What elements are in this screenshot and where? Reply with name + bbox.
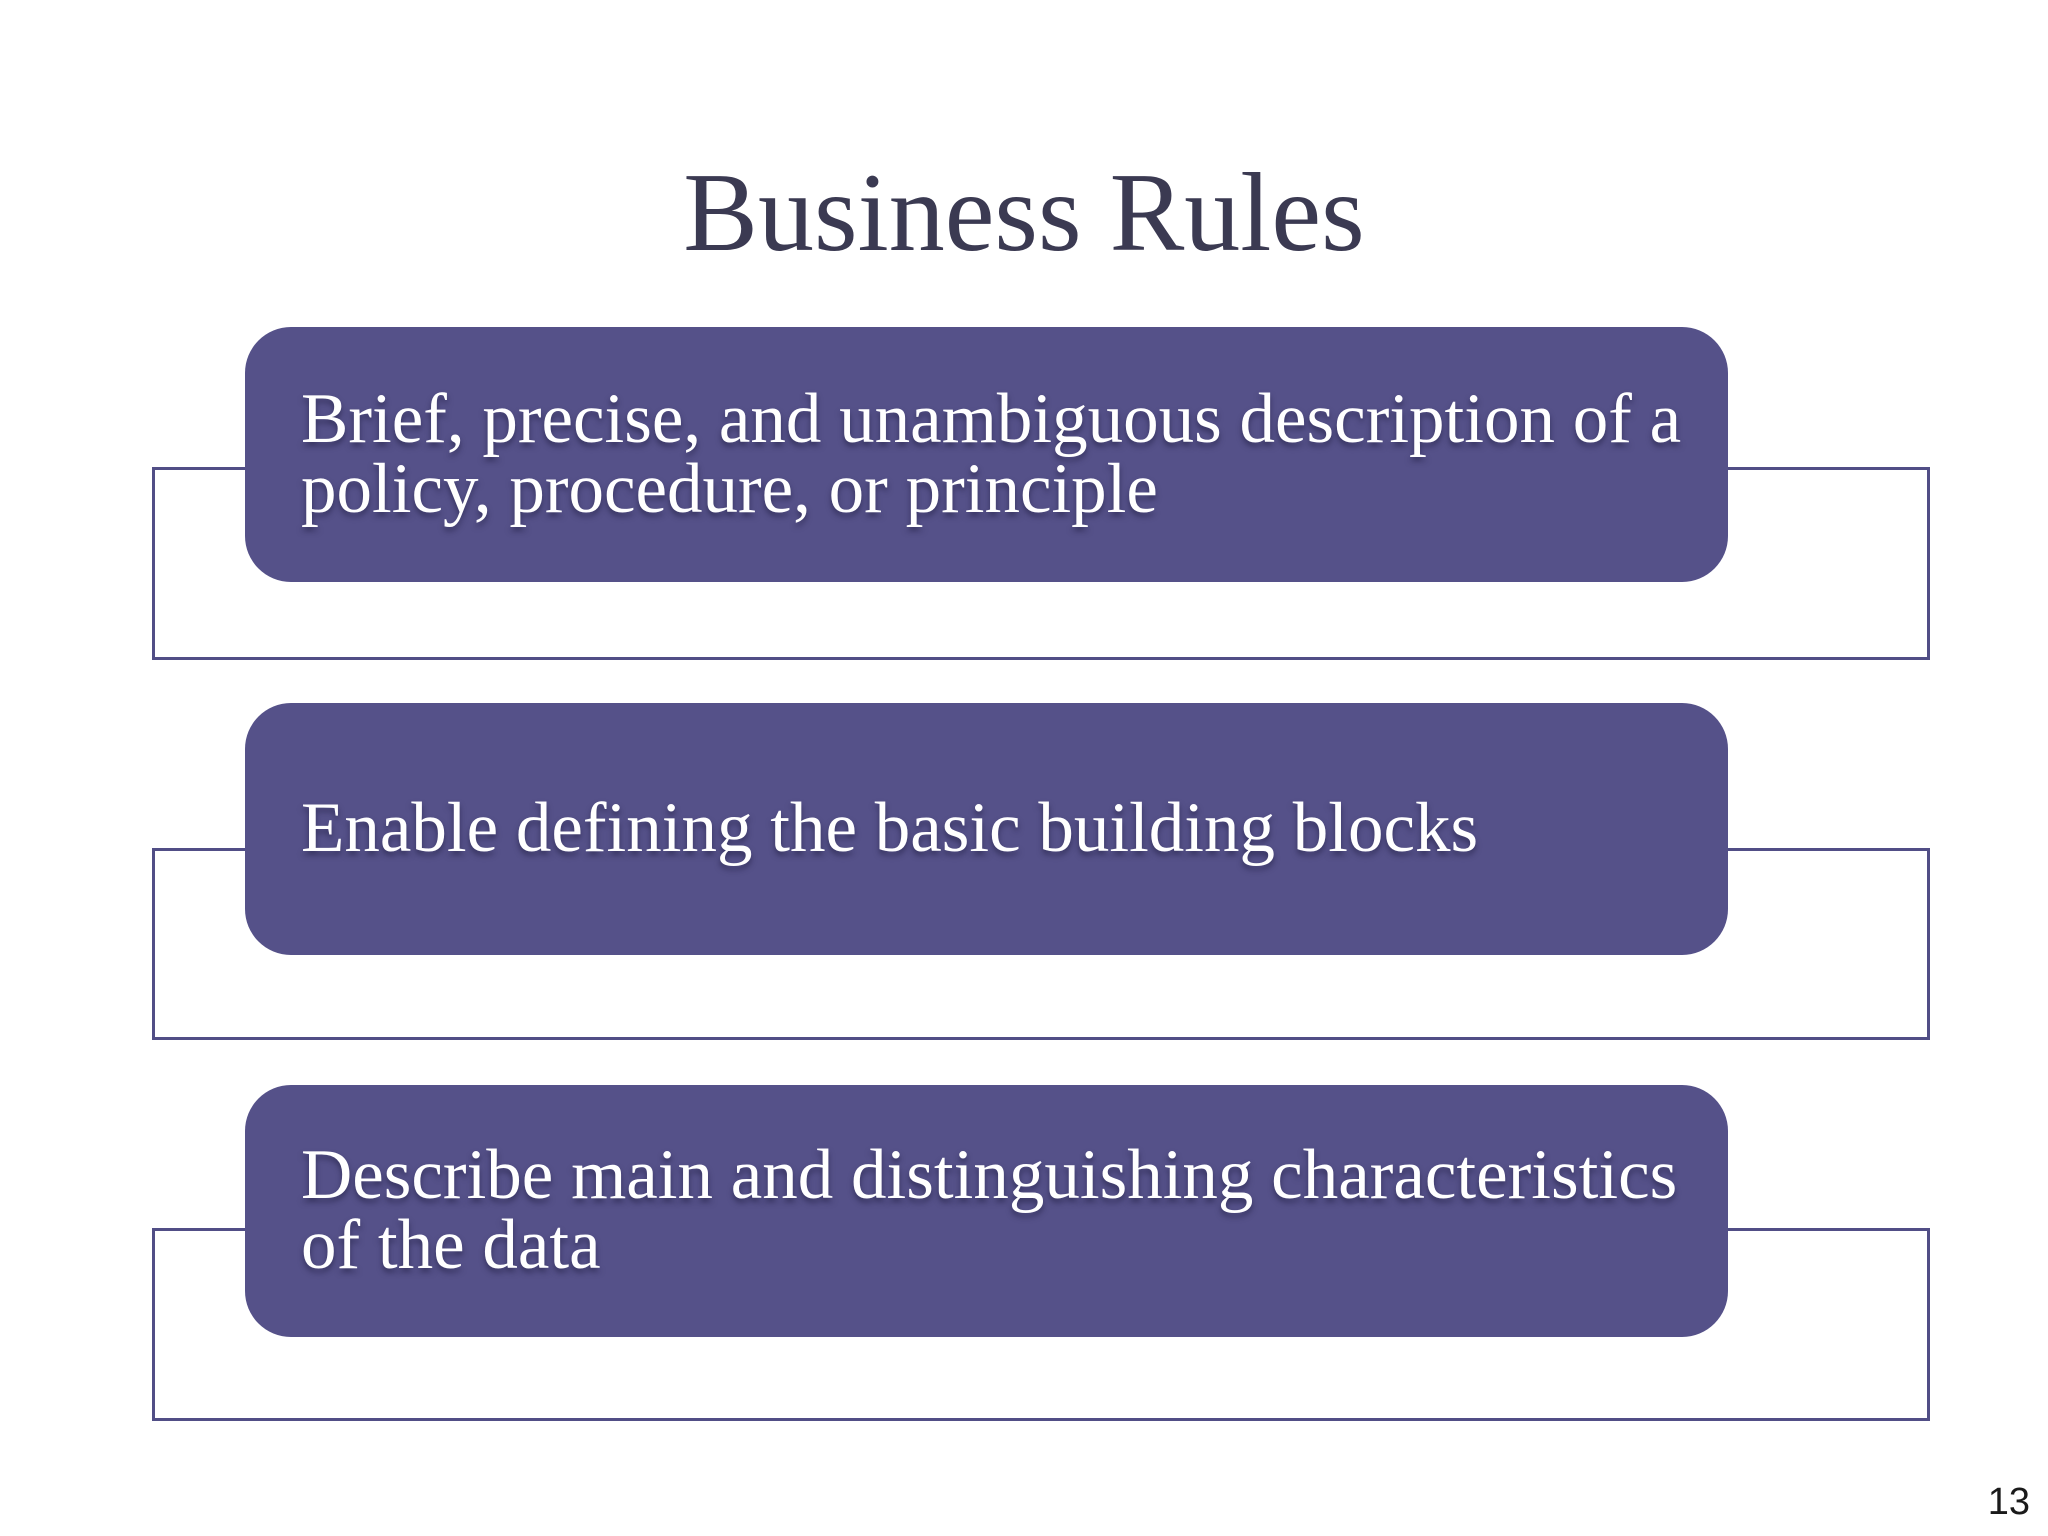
band-box-3: Describe main and distinguishing charact…	[245, 1085, 1728, 1337]
band-text-line: Describe main and distinguishing charact…	[301, 1136, 1678, 1215]
band-text-line: policy, procedure, or principle	[301, 449, 1158, 528]
band-text-line: of the data	[301, 1206, 601, 1284]
slide-title: Business Rules	[683, 151, 1365, 275]
band-box-2: Enable defining the basic building block…	[245, 703, 1728, 955]
band-text-line: Brief, precise, and unambiguous descript…	[301, 379, 1682, 458]
page-number: 13	[1987, 1481, 2030, 1523]
band-box-1: Brief, precise, and unambiguous descript…	[245, 327, 1728, 582]
band-text-line: Enable defining the basic building block…	[301, 789, 1479, 868]
